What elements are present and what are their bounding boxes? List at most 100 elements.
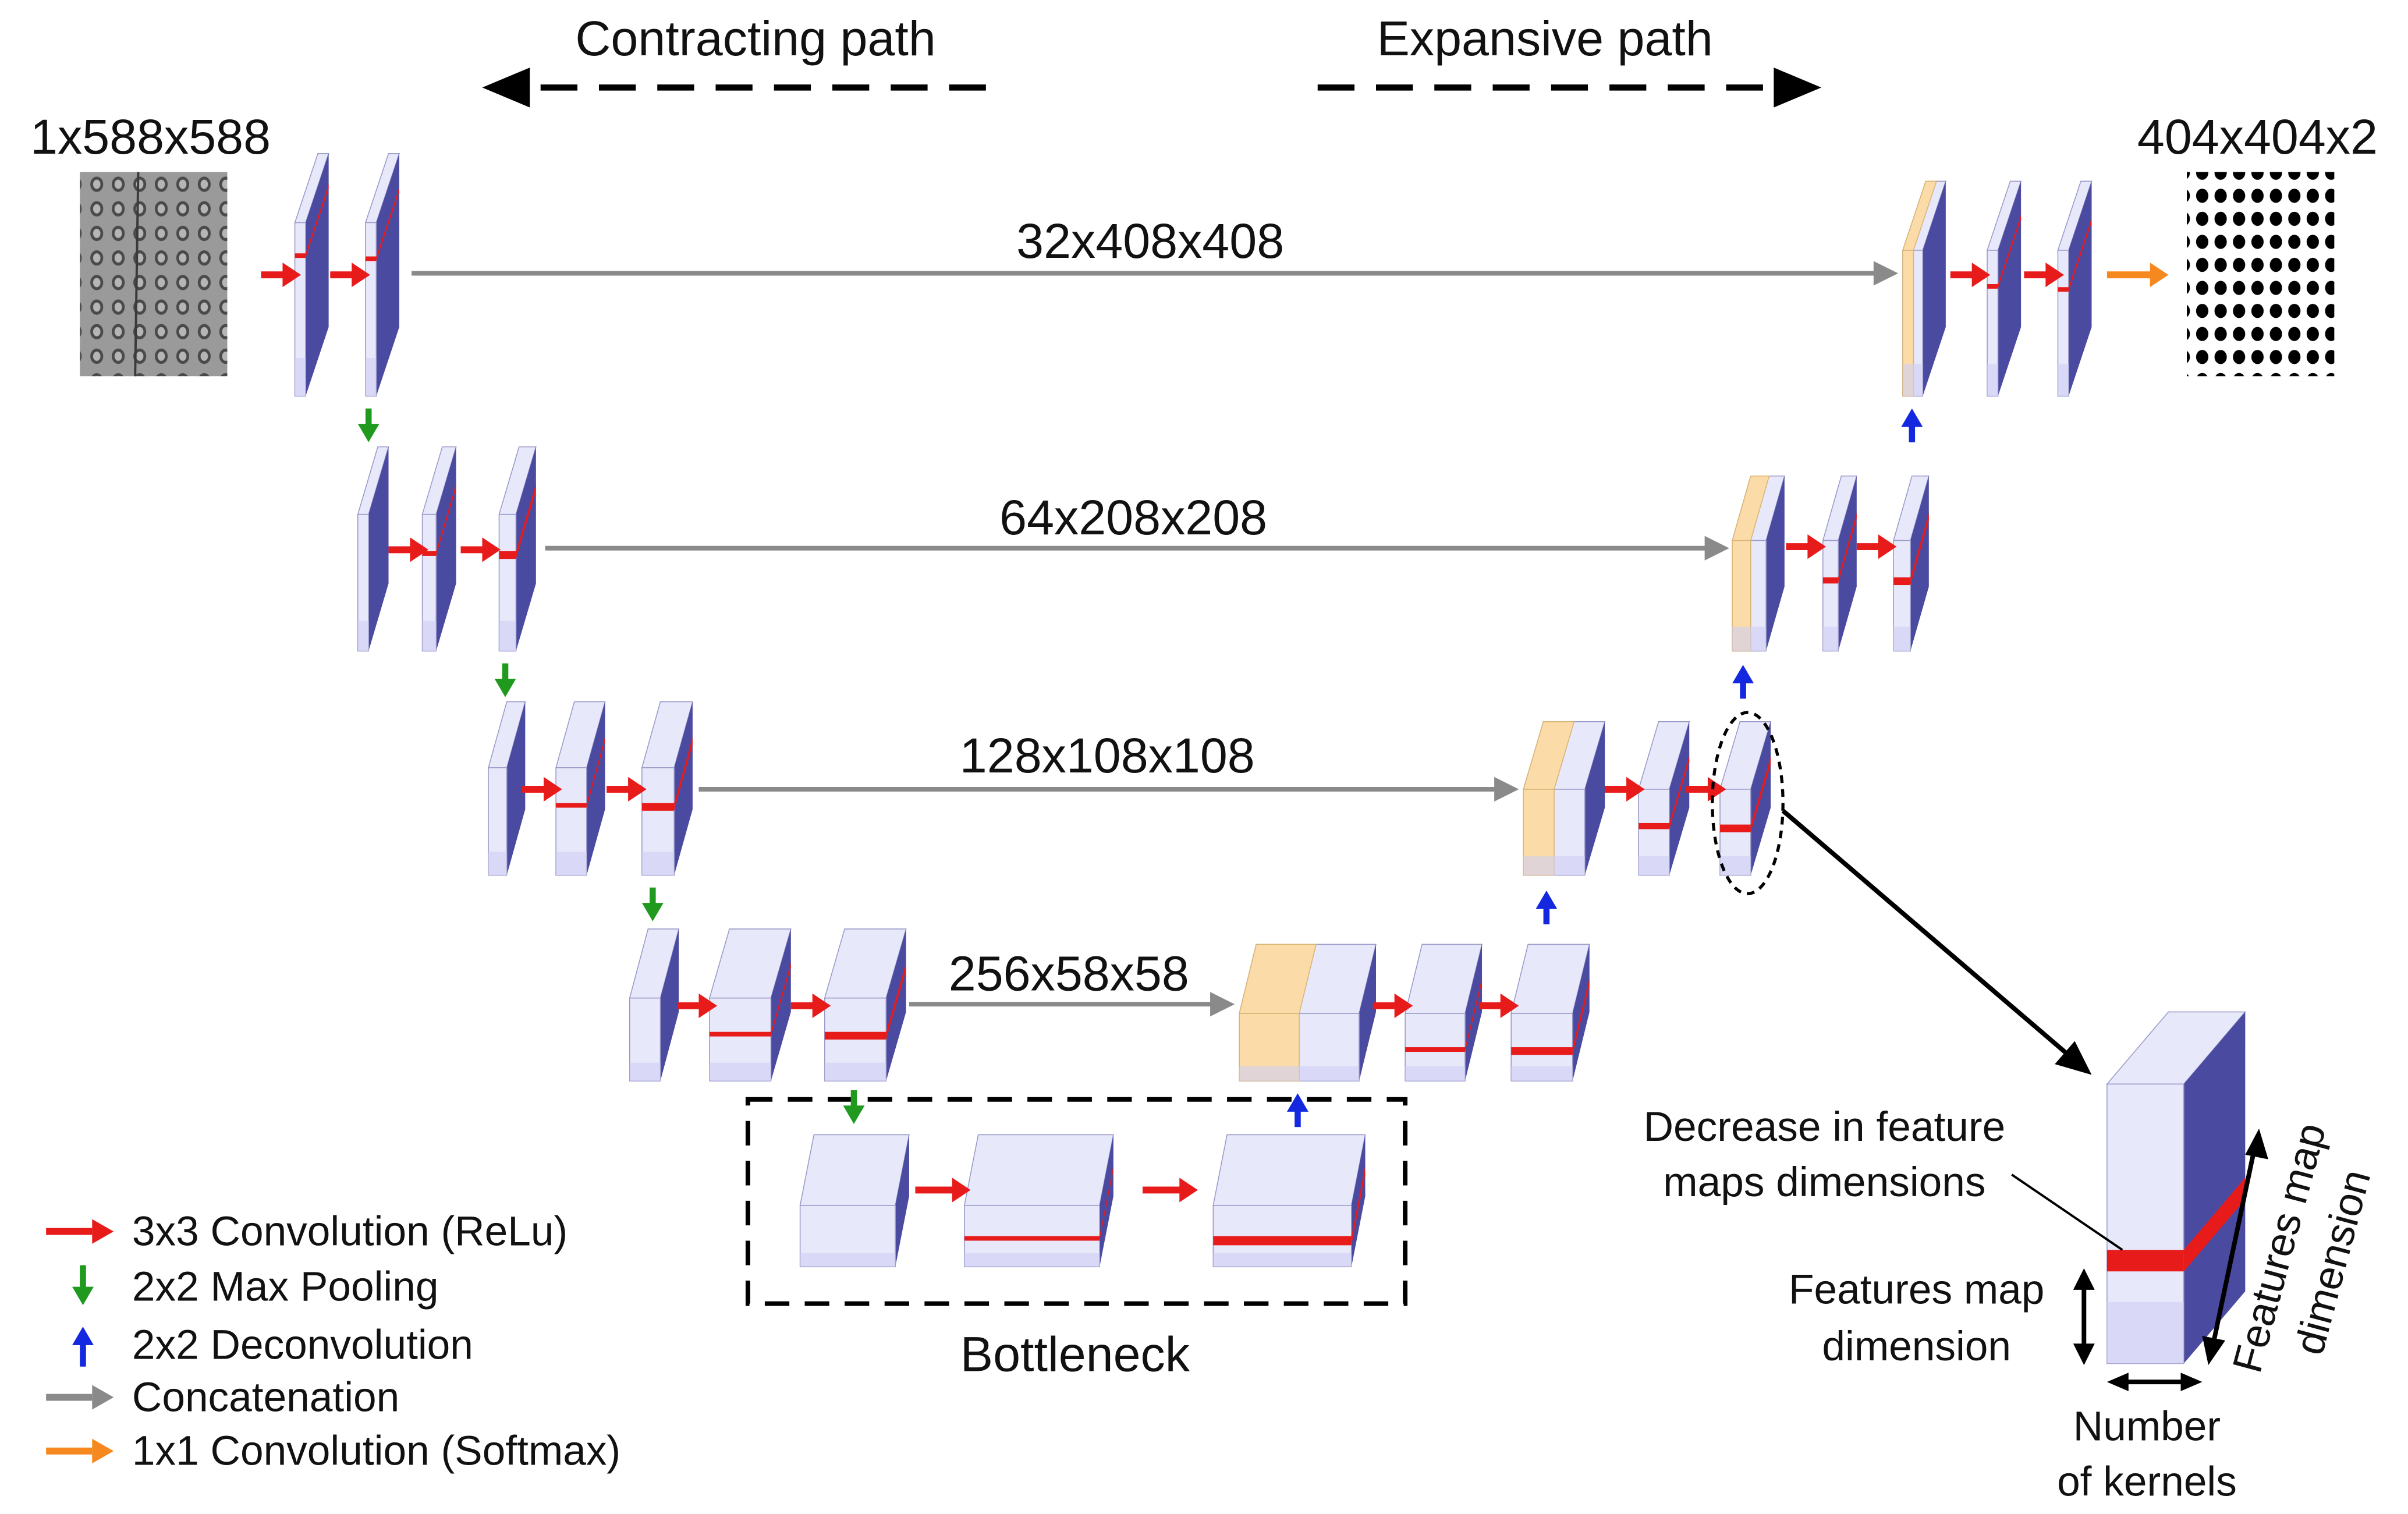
skip-connection-3: 128x108x108: [698, 728, 1519, 802]
skip-label: 128x108x108: [960, 728, 1255, 783]
conv-arrow: [261, 263, 302, 288]
detail-annotation: Decrease in feature maps dimensions Feat…: [1644, 1104, 2380, 1505]
expansive-path-arrow: [1317, 68, 1822, 108]
conv-arrow: [607, 776, 647, 802]
output-size-label: 404x404x2: [2137, 109, 2378, 164]
kernels-label-line2: of kernels: [2057, 1459, 2237, 1505]
block-l2-up-concat: [1732, 475, 1785, 652]
kernels-label-line1: Number: [2073, 1403, 2221, 1449]
conv-arrow: [2024, 263, 2064, 288]
pointer-arrow: [1781, 809, 2092, 1075]
conv-arrow: [1605, 776, 1645, 802]
features-map-dim-line1: Features map: [1789, 1267, 2044, 1313]
block-l4-up-concat: [1239, 944, 1377, 1082]
deconv-arrow: [1535, 891, 1558, 925]
block-bottleneck-c: [1212, 1134, 1366, 1268]
block-l3-up-b: [1638, 721, 1690, 876]
features-map-dim-line2: dimension: [1822, 1324, 2011, 1370]
conv-arrow: [1786, 534, 1827, 559]
block-l3-up-c: [1719, 721, 1772, 876]
skip-connection-2: 64x208x208: [545, 490, 1729, 561]
legend-label: 3x3 Convolution (ReLu): [132, 1208, 568, 1254]
diagonal-double-arrow-icon: [2202, 1128, 2268, 1366]
arrow-right-icon: [46, 1438, 114, 1463]
deconv-arrow: [1286, 1093, 1308, 1127]
conv-arrow: [388, 537, 429, 562]
conv-arrow: [330, 263, 370, 288]
block-l2-up-c: [1893, 475, 1930, 652]
legend: 3x3 Convolution (ReLu) 2x2 Max Pooling 2x2…: [46, 1208, 620, 1474]
conv-arrow: [1856, 534, 1897, 559]
expansive-path-label: Expansive path: [1377, 11, 1713, 66]
block-bottleneck-b: [963, 1134, 1114, 1268]
softmax-arrow: [2106, 263, 2169, 288]
vertical-double-arrow-icon: [2073, 1268, 2095, 1366]
legend-label: Concatenation: [132, 1374, 399, 1420]
operation-arrows: [261, 263, 2169, 1203]
block-l3-up-concat: [1523, 721, 1606, 876]
skip-label: 32x408x408: [1016, 214, 1284, 268]
block-l1-up-b: [1986, 180, 2022, 397]
legend-item: Concatenation: [46, 1374, 399, 1420]
pool-arrow: [494, 663, 516, 697]
header: Contracting path Expansive path: [482, 11, 1822, 108]
legend-item: 3x3 Convolution (ReLu): [46, 1208, 568, 1254]
deconv-arrow: [1732, 665, 1754, 699]
legend-label: 2x2 Deconvolution: [132, 1322, 473, 1368]
conv-arrow: [1373, 993, 1413, 1018]
legend-item: 2x2 Deconvolution: [72, 1322, 473, 1368]
block-l1-b: [364, 153, 400, 397]
feature-map-blocks: [294, 153, 2247, 1364]
conv-arrow: [790, 993, 831, 1018]
conv-arrow: [460, 537, 501, 562]
arrow-down-icon: [72, 1265, 94, 1306]
decrease-label-line2: maps dimensions: [1663, 1160, 1985, 1205]
decrease-label-line1: Decrease in feature: [1644, 1104, 2006, 1150]
deconv-arrow: [1901, 408, 1923, 442]
highlight-ellipse: [1711, 711, 1785, 895]
conv-arrow: [1478, 993, 1519, 1018]
block-l2-up-b: [1822, 475, 1857, 652]
output-segmentation: [2187, 172, 2335, 377]
legend-item: 1x1 Convolution (Softmax): [46, 1428, 620, 1474]
block-l3-c: [641, 701, 693, 876]
block-l1-up-concat: [1902, 180, 1946, 397]
skip-label: 64x208x208: [999, 490, 1267, 545]
skip-label: 256x58x58: [949, 946, 1189, 1001]
skip-connection-1: 32x408x408: [412, 214, 1899, 286]
block-l4-b: [708, 928, 792, 1082]
arrow-up-icon: [72, 1327, 94, 1367]
legend-label: 1x1 Convolution (Softmax): [132, 1428, 620, 1474]
left-triangle-icon: [482, 68, 530, 108]
skip-connection-4: 256x58x58: [909, 946, 1235, 1017]
legend-item: 2x2 Max Pooling: [72, 1264, 438, 1310]
block-l4-a: [629, 928, 680, 1082]
conv-arrow: [522, 776, 562, 802]
contracting-path-label: Contracting path: [575, 11, 935, 66]
arrow-right-icon: [46, 1219, 114, 1244]
bottleneck-label: Bottleneck: [960, 1327, 1190, 1382]
conv-arrow: [915, 1178, 971, 1203]
block-detail: [2106, 1011, 2247, 1364]
block-l2-a: [357, 446, 389, 652]
block-l3-b: [555, 701, 606, 876]
input-image: [80, 172, 228, 377]
pool-arrow: [357, 408, 380, 442]
block-bottleneck-a: [799, 1134, 910, 1268]
block-l4-up-c: [1510, 944, 1590, 1082]
pool-arrow: [843, 1090, 865, 1124]
block-l2-b: [421, 446, 457, 652]
legend-label: 2x2 Max Pooling: [132, 1264, 439, 1310]
bottleneck-box: Bottleneck: [745, 1097, 1408, 1382]
block-l1-a: [294, 153, 329, 397]
conv-arrow: [1950, 263, 1991, 288]
horizontal-double-arrow-icon: [2106, 1373, 2203, 1391]
right-triangle-icon: [1774, 68, 1822, 108]
block-l4-up-b: [1405, 944, 1483, 1082]
block-l1-up-c: [2057, 180, 2093, 397]
contracting-path-arrow: [482, 68, 986, 108]
conv-arrow: [677, 993, 718, 1018]
input-size-label: 1x588x588: [30, 109, 271, 164]
pool-arrow: [641, 887, 664, 921]
